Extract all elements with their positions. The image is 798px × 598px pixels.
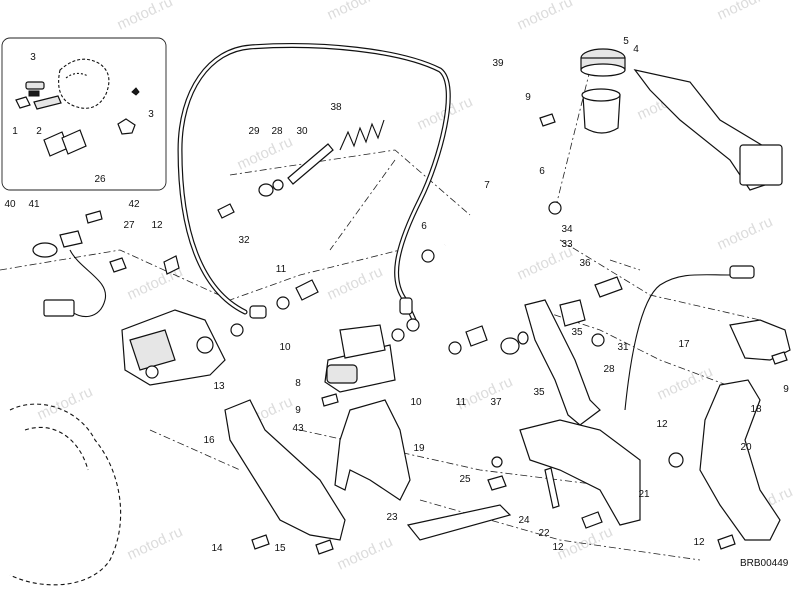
callout-c15: 15: [274, 543, 286, 554]
watermark-text: motod.ru: [325, 263, 386, 303]
callout-c2: 2: [36, 126, 42, 137]
pushrod-30: [217, 143, 334, 219]
callout-c34: 34: [561, 224, 573, 235]
callout-c4: 4: [633, 44, 639, 55]
hardware-group: [230, 279, 529, 407]
callout-c13: 13: [213, 381, 225, 392]
callout-c33: 33: [561, 239, 573, 250]
pressure-sensor-17: [624, 265, 755, 411]
callout-c3a: 3: [30, 52, 36, 63]
fluid-reservoir: [539, 48, 783, 191]
callout-c19: 19: [413, 443, 425, 454]
callout-c26: 26: [94, 174, 106, 185]
callout-c39: 39: [492, 58, 504, 69]
callout-c42: 42: [128, 199, 140, 210]
callout-c24: 24: [518, 515, 530, 526]
footrest-bracket-20: [519, 319, 791, 550]
callout-c14: 14: [211, 543, 223, 554]
inset-box: [1, 37, 167, 191]
callout-c12a: 12: [151, 220, 163, 231]
callout-c35b: 35: [571, 327, 583, 338]
watermark-text: motod.ru: [325, 0, 386, 24]
callout-c28b: 28: [603, 364, 615, 375]
callout-c25: 25: [459, 474, 471, 485]
brake-line-39: [177, 43, 451, 325]
watermark-text: motod.ru: [715, 0, 776, 24]
diagram-code: BRB00449: [740, 558, 789, 569]
callout-c16: 16: [203, 435, 215, 446]
watermark-text: motod.ru: [35, 383, 96, 423]
callout-c12c: 12: [552, 542, 564, 553]
callout-c37: 37: [490, 397, 502, 408]
callout-c11b: 11: [456, 397, 467, 408]
callout-c21: 21: [638, 489, 650, 500]
callout-c9c: 9: [783, 384, 789, 395]
callout-c23: 23: [386, 512, 398, 523]
callout-c17: 17: [678, 339, 690, 350]
watermark-text: motod.ru: [235, 133, 296, 173]
callout-c30: 30: [296, 126, 308, 137]
callout-c32: 32: [238, 235, 250, 246]
callout-c18: 18: [750, 404, 762, 415]
callout-c28: 28: [271, 126, 283, 137]
callout-c8: 8: [295, 378, 301, 389]
callout-c40: 40: [4, 199, 16, 210]
footpeg-23: [406, 456, 560, 541]
callout-c9b: 9: [525, 92, 531, 103]
callout-c9a: 9: [295, 405, 301, 416]
callout-c12d: 12: [693, 537, 705, 548]
callout-c12b: 12: [656, 419, 668, 430]
callout-c10a: 10: [279, 342, 291, 353]
callout-c29: 29: [248, 126, 260, 137]
callout-c7: 7: [484, 180, 490, 191]
callout-c43: 43: [292, 423, 304, 434]
callout-c35a: 35: [533, 387, 545, 398]
callout-c20: 20: [740, 442, 752, 453]
abs-sensor-41: [32, 210, 106, 318]
frame-outline: [9, 403, 122, 586]
watermark-text: motod.ru: [125, 523, 186, 563]
callout-c38: 38: [330, 102, 342, 113]
spring-38: [339, 119, 385, 151]
callout-c11a: 11: [276, 264, 287, 275]
callout-c41: 41: [28, 199, 40, 210]
callout-c22: 22: [538, 528, 550, 539]
callout-c10b: 10: [410, 397, 422, 408]
reservoir-hose-7: [421, 201, 562, 263]
watermark-text: motod.ru: [335, 533, 396, 573]
callout-c3b: 3: [148, 109, 154, 120]
callout-c36: 36: [579, 258, 591, 269]
rear-caliper-13: [109, 255, 226, 386]
callout-c1: 1: [12, 126, 18, 137]
watermark-text: motod.ru: [715, 213, 776, 253]
callout-c31: 31: [617, 342, 629, 353]
callout-c5: 5: [623, 36, 629, 47]
callout-c27: 27: [123, 220, 135, 231]
callout-c6b: 6: [539, 166, 545, 177]
watermark-text: motod.ru: [115, 0, 176, 34]
heel-guard-16: [224, 399, 411, 555]
watermark-text: motod.ru: [515, 0, 576, 34]
brake-pedal-33: [524, 276, 623, 426]
callout-c6a: 6: [421, 221, 427, 232]
